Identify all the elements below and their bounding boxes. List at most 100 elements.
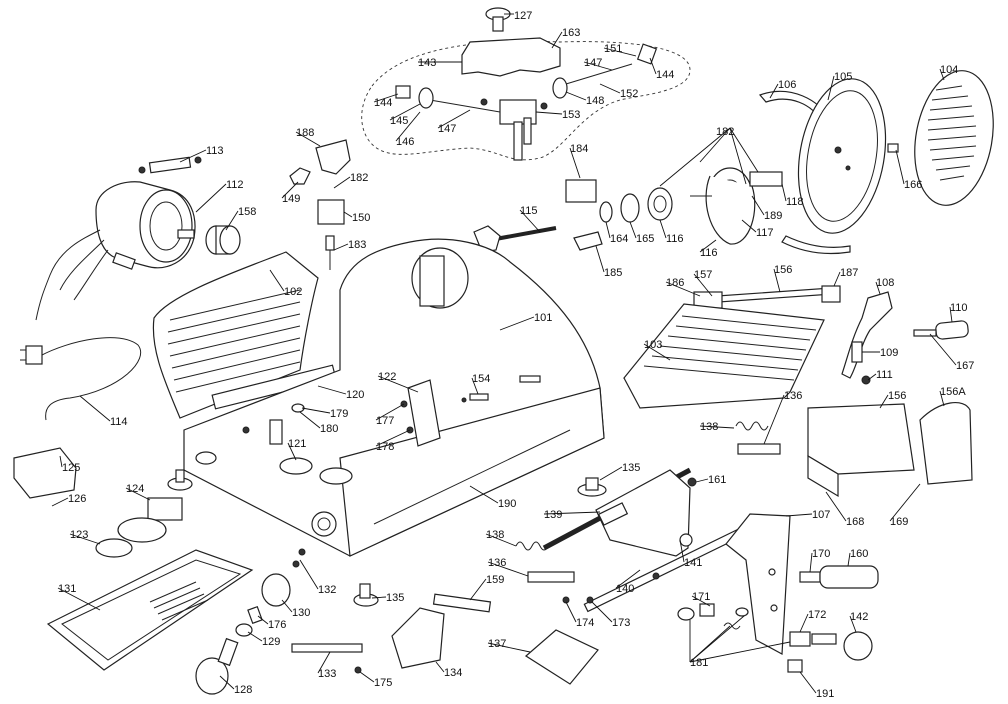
leader-line-52 — [377, 375, 419, 393]
board-137-drawing — [524, 629, 599, 685]
label-185: 185 — [604, 267, 622, 279]
spring-138-lower-drawing — [515, 541, 549, 551]
blade-cover-104-drawing — [914, 70, 994, 206]
label-169: 169 — [890, 516, 908, 528]
leader-line-43 — [875, 281, 881, 295]
leader-line-85 — [691, 595, 711, 607]
label-111: 111 — [876, 369, 893, 381]
label-122: 122 — [378, 371, 396, 383]
label-171: 171 — [692, 591, 710, 603]
leader-line-66 — [695, 478, 709, 483]
leader-line-26 — [343, 211, 353, 218]
label-120: 120 — [346, 389, 364, 401]
label-117: 117 — [756, 227, 774, 239]
label-131: 131 — [58, 583, 76, 595]
label-146: 146 — [396, 136, 414, 148]
leader-line-40 — [833, 271, 841, 287]
rod-133-drawing — [291, 643, 363, 653]
label-135-right: 135 — [622, 462, 640, 474]
leader-line-18 — [729, 127, 747, 185]
label-148: 148 — [586, 95, 604, 107]
plate-136-lower-drawing — [527, 571, 575, 583]
leader-line-72 — [889, 483, 921, 522]
label-134: 134 — [444, 667, 462, 679]
label-106: 106 — [778, 79, 796, 91]
label-121: 121 — [288, 438, 306, 450]
label-138-lower: 138 — [486, 529, 504, 541]
leader-line-31 — [751, 195, 765, 216]
leader-line-44 — [269, 269, 285, 292]
leader-line-3 — [603, 47, 637, 57]
label-167: 167 — [956, 360, 974, 372]
leader-line-89 — [257, 615, 269, 625]
foot-135-left-drawing — [167, 469, 193, 491]
leader-line-80 — [57, 587, 101, 611]
label-118: 118 — [786, 196, 804, 208]
label-145: 145 — [390, 115, 408, 127]
leader-line-61 — [699, 425, 735, 429]
label-174: 174 — [576, 617, 594, 629]
label-132: 132 — [318, 584, 336, 596]
carriage-tray-103-drawing — [623, 303, 825, 409]
leader-line-19 — [729, 127, 759, 173]
leader-line-12 — [395, 111, 421, 142]
leader-line-101 — [219, 675, 235, 690]
label-158: 158 — [238, 206, 256, 218]
label-186: 186 — [666, 277, 684, 289]
leader-line-64 — [59, 455, 63, 468]
label-175: 175 — [374, 677, 392, 689]
label-114: 114 — [110, 416, 128, 428]
leader-line-59 — [375, 403, 405, 421]
label-113: 113 — [206, 145, 224, 157]
leader-line-46 — [499, 316, 535, 331]
label-179: 179 — [330, 408, 348, 420]
leader-line-11 — [535, 111, 563, 115]
leader-line-60 — [299, 411, 321, 429]
label-188: 188 — [296, 127, 314, 139]
label-166: 166 — [904, 179, 922, 191]
label-178: 178 — [376, 441, 394, 453]
label-112: 112 — [226, 179, 244, 191]
leader-line-34 — [659, 219, 667, 239]
leader-line-32 — [605, 221, 611, 239]
label-161: 161 — [708, 474, 726, 486]
foot-135-mid-drawing — [353, 583, 379, 607]
label-116-b: 116 — [700, 247, 718, 259]
label-109: 109 — [880, 347, 898, 359]
pulley-belt-drawing — [690, 167, 783, 245]
label-184: 184 — [570, 143, 588, 155]
leader-line-78 — [847, 552, 851, 567]
leader-line-6 — [373, 93, 399, 103]
knob-127-drawing — [485, 7, 511, 32]
leader-line-93 — [487, 642, 531, 653]
label-159: 159 — [486, 574, 504, 586]
label-144-right: 144 — [656, 69, 674, 81]
label-127: 127 — [514, 10, 532, 22]
leader-line-30 — [519, 209, 541, 233]
knob-142-drawing — [789, 631, 873, 661]
label-147-mid: 147 — [438, 123, 456, 135]
leader-line-49 — [929, 333, 957, 366]
label-143: 143 — [418, 57, 436, 69]
label-168: 168 — [846, 516, 864, 528]
label-154: 154 — [472, 373, 490, 385]
leader-line-79 — [487, 561, 529, 577]
leader-line-91 — [591, 601, 613, 623]
label-160: 160 — [850, 548, 868, 560]
label-190: 190 — [498, 498, 516, 510]
label-124: 124 — [126, 483, 144, 495]
leader-line-55 — [879, 394, 889, 409]
label-165: 165 — [636, 233, 654, 245]
leader-line-63 — [375, 429, 411, 447]
leader-line-57 — [317, 385, 347, 395]
leader-line-20 — [295, 131, 321, 147]
leader-line-77 — [809, 552, 813, 573]
leader-line-21 — [179, 149, 207, 163]
leader-line-50 — [79, 395, 111, 422]
label-108: 108 — [876, 277, 894, 289]
leader-line-35 — [741, 219, 757, 233]
leader-line-86 — [281, 599, 293, 613]
label-115: 115 — [520, 205, 538, 217]
label-103: 103 — [644, 339, 662, 351]
leader-line-5 — [649, 57, 657, 75]
